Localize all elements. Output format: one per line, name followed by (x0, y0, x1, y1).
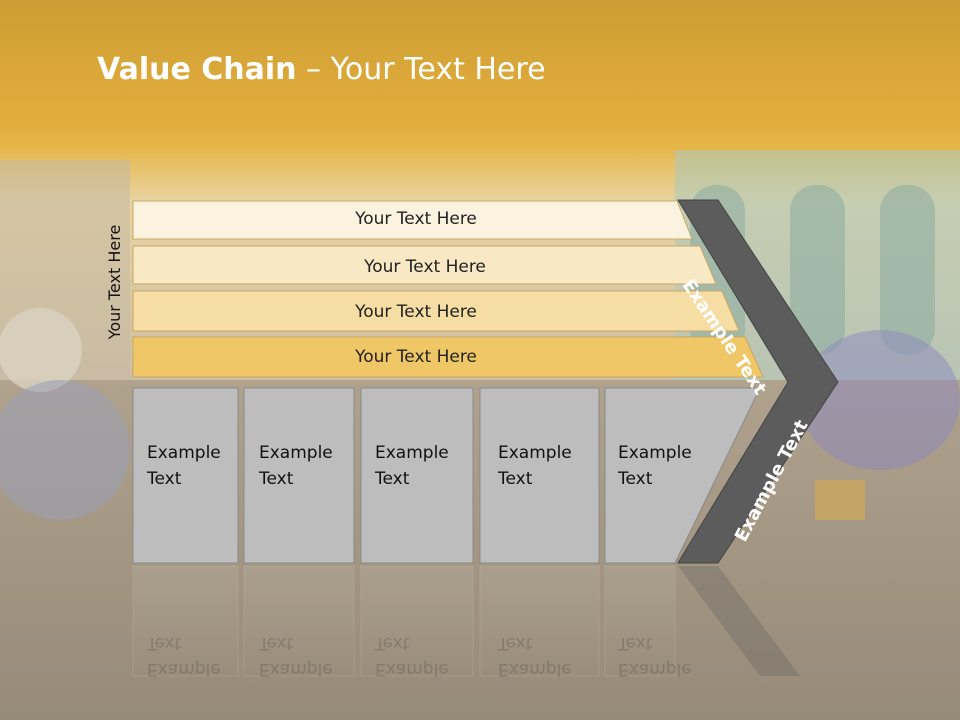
column-2[interactable] (243, 387, 355, 564)
band-2[interactable] (132, 245, 717, 285)
column-4[interactable] (479, 387, 600, 564)
slide-title: Value Chain – Your Text Here (97, 52, 546, 87)
band-1[interactable] (132, 200, 693, 240)
band-3[interactable] (132, 290, 740, 332)
band-2-label: Your Text Here (364, 257, 486, 277)
title-bold: Value Chain (97, 52, 297, 87)
band-4-label: Your Text Here (355, 347, 477, 367)
column-5[interactable] (604, 387, 761, 564)
chevron-reflection (678, 566, 800, 676)
columns-reflection (132, 565, 676, 677)
column-1[interactable] (132, 387, 239, 564)
band-4[interactable] (132, 336, 764, 378)
chevron-arrow[interactable] (677, 199, 839, 564)
title-rest: – Your Text Here (296, 52, 546, 87)
band-1-label: Your Text Here (355, 209, 477, 229)
band-3-label: Your Text Here (355, 302, 477, 322)
column-3[interactable] (360, 387, 474, 564)
